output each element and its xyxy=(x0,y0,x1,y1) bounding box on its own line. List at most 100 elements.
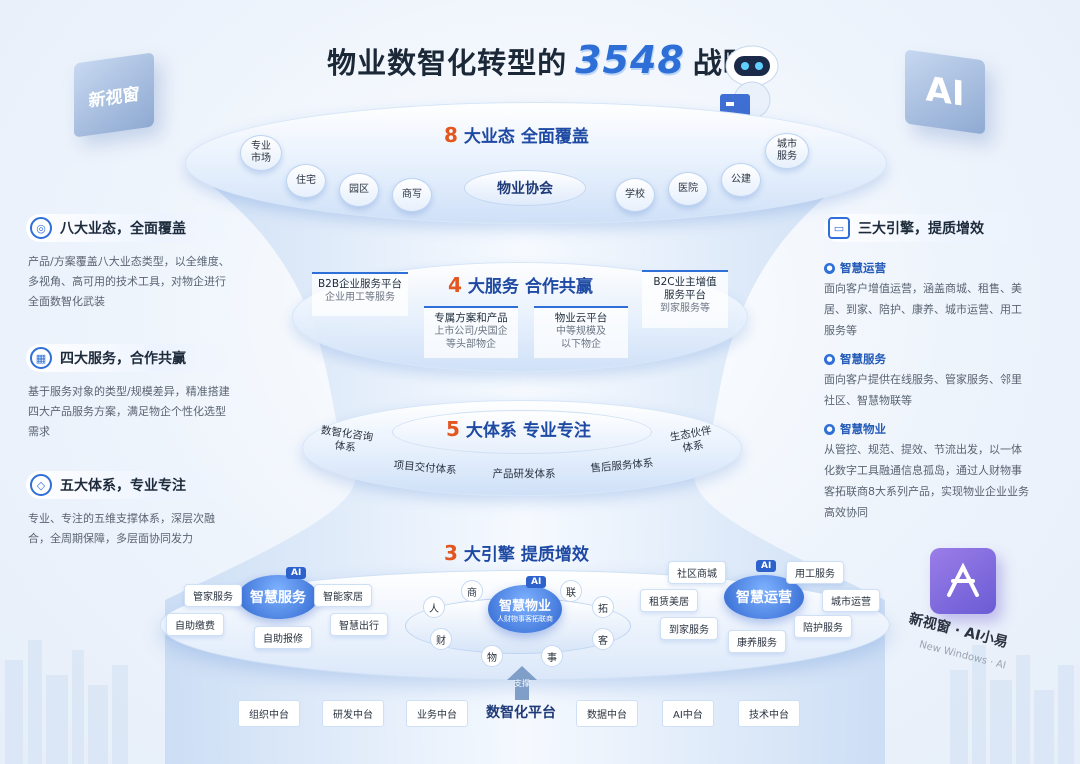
service-cloud: 物业云平台 中等规模及 以下物企 xyxy=(534,306,628,358)
support-label: 支撑 xyxy=(514,679,530,688)
service-exclusive: 专属方案和产品 上市公司/央国企 等头部物企 xyxy=(424,306,518,358)
smart-service-label: 智慧服务 xyxy=(250,590,306,606)
chip-smart-travel: 智慧出行 xyxy=(330,613,388,636)
chip-community-mall: 社区商城 xyxy=(668,561,726,584)
level-5-label: 大体系 专业专注 xyxy=(465,421,591,441)
service-sub: 上市公司/央国企 等头部物企 xyxy=(434,326,508,350)
right-item-1: ●智慧运营 面向客户增值运营，涵盖商城、租售、美居、到家、陪护、康养、城市运营、… xyxy=(824,260,1044,341)
service-b2b: B2B企业服务平台 企业用工等服务 xyxy=(312,272,408,316)
chip-home-service: 到家服务 xyxy=(660,617,718,640)
right-panel: ▭ 三大引擎，提质增效 ●智慧运营 面向客户增值运营，涵盖商城、租售、美居、到家… xyxy=(824,214,1044,523)
left-item-text: 专业、专注的五维支撑体系，深层次融合，全周期保障，多层面协同发力 xyxy=(28,512,215,545)
service-head: B2C业主增值 服务平台 xyxy=(653,276,717,301)
service-dot-icon: ● xyxy=(824,353,835,365)
level-8-number: 8 xyxy=(444,123,458,147)
grid-icon: ▦ xyxy=(30,347,52,369)
service-b2c: B2C业主增值 服务平台 到家服务等 xyxy=(642,270,728,328)
level-3-number: 3 xyxy=(444,541,458,565)
left-item-heading: ◎ 八大业态，全面覆盖 xyxy=(26,214,241,242)
right-item-text: 从管控、规范、提效、节流出发，以一体化数字工具融通信息孤岛，通过人财物事客拓联商… xyxy=(824,443,1029,519)
char-wu: 物 xyxy=(481,645,503,667)
smart-service-engine: 智慧服务 xyxy=(238,575,318,619)
left-cube-label: 新视窗 xyxy=(88,83,140,112)
level-3-label: 大引擎 提质增效 xyxy=(463,545,589,565)
smart-property-label: 智慧物业 xyxy=(498,598,551,614)
bulb-icon: ◎ xyxy=(30,217,52,239)
char-tuo: 拓 xyxy=(592,596,614,618)
monitor-icon: ▭ xyxy=(828,217,850,239)
left-item-text: 产品/方案覆盖八大业态类型，以全维度、多视角、高可用的技术工具，对物企进行全面数… xyxy=(28,255,230,308)
ai-badge: AI xyxy=(756,560,777,572)
system-rnd: 产品研发体系 xyxy=(492,468,556,480)
level-5-inner xyxy=(392,410,652,454)
level-5-number: 5 xyxy=(446,417,460,441)
smart-property-engine: 智慧物业 人财物事客拓联商 xyxy=(488,585,562,633)
left-item-title: 八大业态，全面覆盖 xyxy=(60,221,186,237)
left-item-text: 基于服务对象的类型/规模差异，精准搭建四大产品服务方案，满足物企个性化选型需求 xyxy=(28,385,230,438)
chip-care-service: 陪护服务 xyxy=(794,615,852,638)
industry-city-service: 城市 服务 xyxy=(765,133,809,169)
association-label: 物业协会 xyxy=(497,181,553,197)
right-item-text: 面向客户增值运营，涵盖商城、租售、美居、到家、陪护、康养、城市运营、用工服务等 xyxy=(824,282,1022,337)
right-item-3: ● 智慧物业 从管控、规范、提效、节流出发，以一体化数字工具融通信息孤岛，通过人财… xyxy=(824,421,1044,523)
left-item-1: ◎ 八大业态，全面覆盖 产品/方案覆盖八大业态类型，以全维度、多视角、高可用的技… xyxy=(26,214,241,312)
industry-public-building: 公建 xyxy=(721,163,761,197)
right-item-title: 智慧物业 xyxy=(840,422,886,436)
ai-xiaoyi-logo-icon xyxy=(930,548,996,614)
industry-residential: 住宅 xyxy=(286,164,326,198)
level-4-label: 大服务 合作共赢 xyxy=(467,277,593,297)
smart-operation-label: 智慧运营 xyxy=(736,590,792,606)
industry-specialized-market: 专业 市场 xyxy=(240,135,282,171)
char-ren: 人 xyxy=(423,596,445,618)
char-cai: 财 xyxy=(430,628,452,650)
right-heading: ▭ 三大引擎，提质增效 xyxy=(824,214,1044,242)
right-item-title: 智慧服务 xyxy=(840,352,886,366)
property-dot-icon: ● xyxy=(824,423,835,435)
service-sub: 企业用工等服务 xyxy=(325,292,395,303)
service-head: 专属方案和产品 xyxy=(434,312,508,324)
chip-city-operation: 城市运营 xyxy=(822,589,880,612)
chip-butler-service: 管家服务 xyxy=(184,584,242,607)
left-item-heading: ◇ 五大体系，专业专注 xyxy=(26,471,241,499)
industry-school: 学校 xyxy=(615,178,655,212)
service-head: B2B企业服务平台 xyxy=(317,278,403,290)
char-shang: 商 xyxy=(461,580,483,602)
ai-badge: AI xyxy=(526,576,547,588)
right-heading-text: 三大引擎，提质增效 xyxy=(858,221,984,237)
chip-elderly-care: 康养服务 xyxy=(728,630,786,653)
platform-ai-center: AI中台 xyxy=(662,700,714,727)
char-lian: 联 xyxy=(560,580,582,602)
left-item-3: ◇ 五大体系，专业专注 专业、专注的五维支撑体系，深层次融合，全周期保障，多层面… xyxy=(26,471,241,549)
title-prefix: 物业数智化转型的 xyxy=(327,46,568,80)
chip-smart-home: 智能家居 xyxy=(314,584,372,607)
left-item-heading: ▦ 四大服务，合作共赢 xyxy=(26,344,241,372)
right-item-title: 智慧运营 xyxy=(840,261,886,275)
level-4-number: 4 xyxy=(448,273,462,297)
industry-office: 商写 xyxy=(392,178,432,212)
support-arrow-icon xyxy=(507,666,537,700)
service-sub: 中等规模及 以下物企 xyxy=(556,326,606,350)
service-head: 物业云平台 xyxy=(554,312,608,324)
industry-hospital: 医院 xyxy=(668,172,708,206)
platform-business-center: 业务中台 xyxy=(406,700,468,727)
diamond-icon: ◇ xyxy=(30,474,52,496)
chip-rent-home: 租赁美居 xyxy=(640,589,698,612)
platform-data-center: 数据中台 xyxy=(576,700,638,727)
platform-rnd-center: 研发中台 xyxy=(322,700,384,727)
platform-tech-center: 技术中台 xyxy=(738,700,800,727)
title-number: 3548 xyxy=(575,38,685,82)
platform-org-center: 组织中台 xyxy=(238,700,300,727)
robot-mascot-icon xyxy=(720,45,779,120)
left-item-2: ▦ 四大服务，合作共赢 基于服务对象的类型/规模差异，精准搭建四大产品服务方案，… xyxy=(26,344,241,442)
level-8-label: 大业态 全面覆盖 xyxy=(463,127,589,147)
chip-labor-service: 用工服务 xyxy=(786,561,844,584)
char-shi: 事 xyxy=(541,645,563,667)
ai-badge: AI xyxy=(286,567,307,579)
right-item-2: ●智慧服务 面向客户提供在线服务、管家服务、邻里社区、智慧物联等 xyxy=(824,351,1044,411)
chip-self-repair: 自助报修 xyxy=(254,626,312,649)
